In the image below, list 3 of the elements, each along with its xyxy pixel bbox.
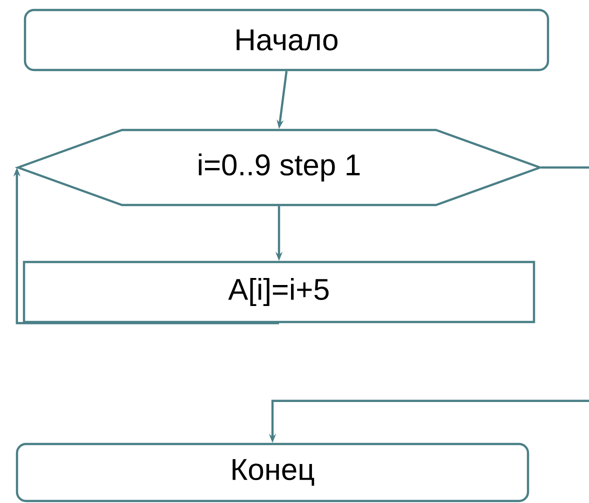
process-box: A[i]=i+5 — [22, 260, 536, 324]
terminal-box: Начало — [24, 8, 550, 72]
terminal-box: Конец — [16, 442, 530, 502]
